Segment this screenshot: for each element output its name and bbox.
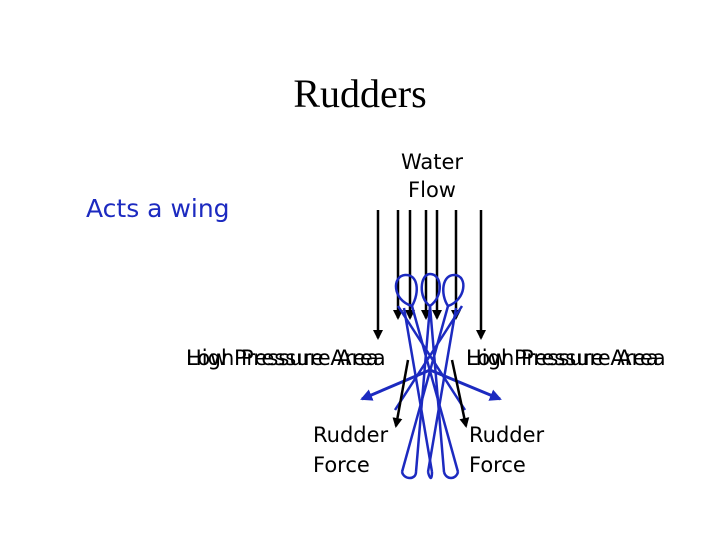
water-flow-label: Water Flow	[382, 148, 482, 204]
rudder-line-8	[393, 305, 464, 411]
rudder-force-label-left: Rudder Force	[313, 420, 388, 480]
rudder-line-4	[428, 305, 446, 473]
rudder-loop-right	[442, 273, 465, 308]
rudder-force-label-right: Rudder Force	[469, 420, 544, 480]
low-pressure-label-left: Low Pressure Area	[186, 346, 379, 370]
rudder-line-2	[400, 305, 450, 473]
water-flow-line1: Water	[400, 150, 464, 174]
high-pressure-label-right: High Pressure Area	[466, 346, 666, 370]
force-arrow-right	[429, 368, 502, 401]
rudder-tip-right	[442, 471, 460, 480]
rudder-force-arrow	[360, 368, 502, 401]
rudder-loop-left	[394, 273, 418, 308]
rudder-line-3	[414, 305, 432, 473]
rudder-loop-center	[420, 272, 441, 308]
slide-title: Rudders	[293, 71, 427, 116]
rudder-tip-center	[426, 471, 434, 480]
rudder-force-right-line1: Rudder	[469, 423, 545, 447]
force-pointer-left	[392, 359, 410, 428]
force-arrow-left	[360, 368, 431, 401]
rudder-force-left-line1: Rudder	[313, 423, 389, 447]
force-pointer-right	[450, 359, 470, 428]
slide-subtitle: Acts a wing	[86, 194, 230, 223]
rudder-force-left-line2: Force	[313, 453, 370, 477]
rudder-force-right-line2: Force	[469, 453, 526, 477]
rudder-line-5	[402, 307, 434, 473]
rudder-tip-left	[400, 471, 418, 480]
high-pressure-label-left: High Pressure Area	[186, 346, 386, 370]
rudder-line-1	[410, 305, 460, 473]
rudder-outlines	[393, 272, 467, 480]
rudder-line-7	[396, 305, 467, 411]
low-pressure-label-right: Low Pressure Area	[466, 346, 659, 370]
water-flow-line2: Flow	[408, 178, 456, 202]
force-pointer-arrows	[392, 359, 470, 428]
rudder-line-6	[426, 307, 458, 473]
